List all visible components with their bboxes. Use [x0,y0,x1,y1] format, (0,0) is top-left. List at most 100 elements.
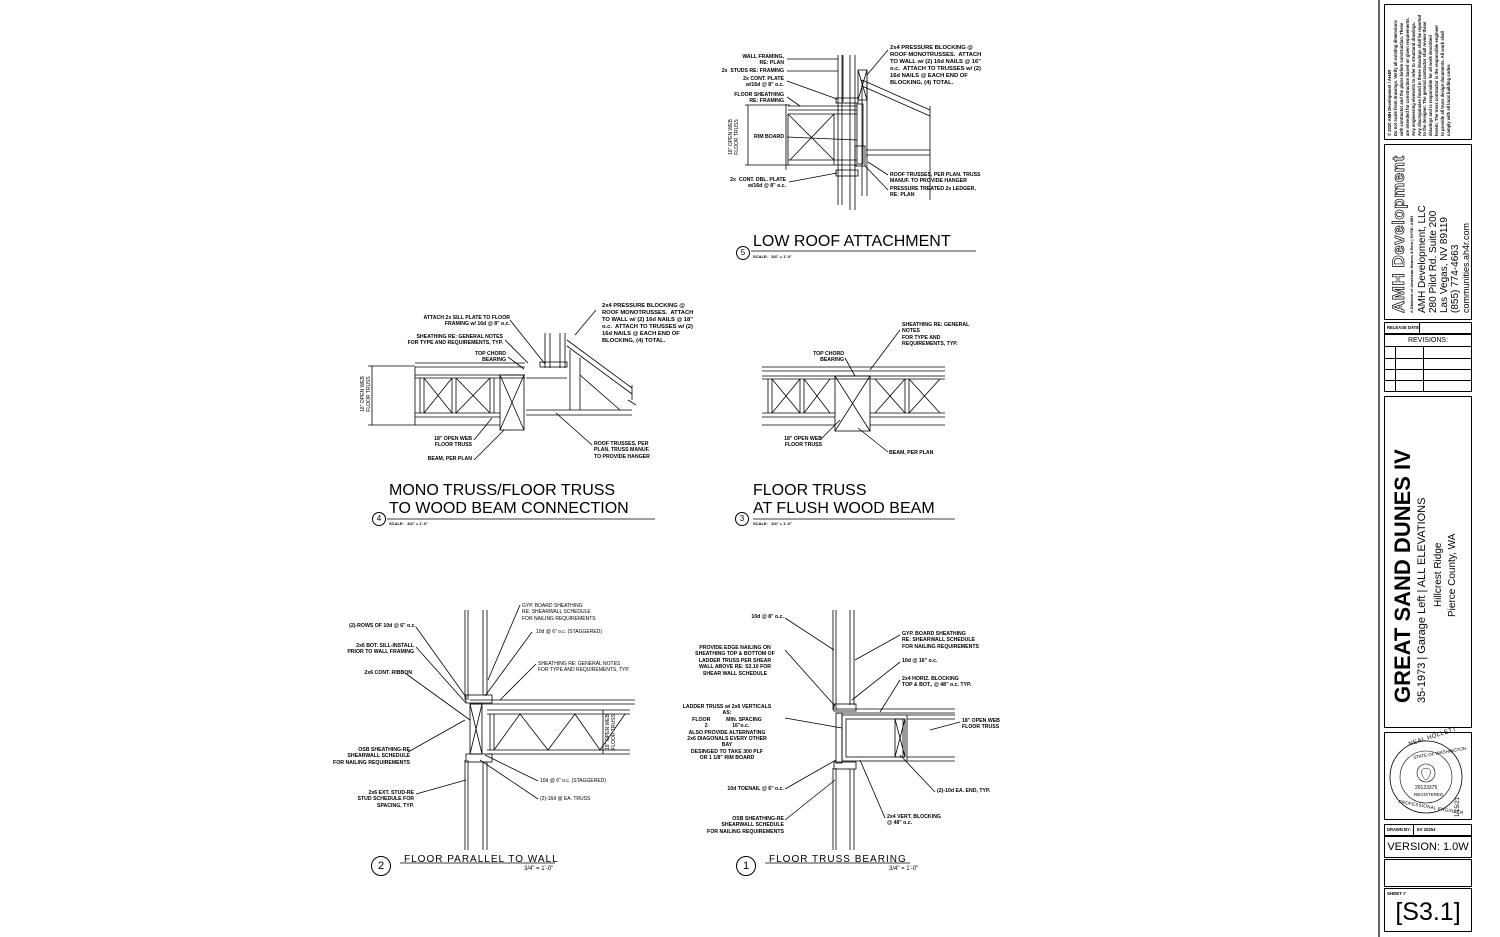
drawn-by-label: DRAWN BY: [1387,827,1411,832]
d4-label-roof-trusses: ROOF TRUSSES, PER PLAN. TRUSS MANUF. TO … [594,441,650,460]
version-box: VERSION: 1.0W [1384,836,1472,858]
d1-label-tend16: 10d @ 16" o.c. [902,658,938,664]
seal-date: 1/15/21 [1455,796,1461,817]
d1-label-gyp: GYP. BOARD SHEATHING RE: SHEARWALL SCHED… [902,631,979,650]
d4-label-sheathing: SHEATHING RE: GENERAL NOTES FOR TYPE AND… [407,334,503,347]
company-address2: Las Vegas, NV 89119 [1439,217,1450,313]
d2-label-tend-top: 10d @ 6" o.c. (STAGGERED) [536,629,602,635]
company-name: AMH Development, LLC [1417,205,1428,313]
d2-scale: 3/4" = 1'-0" [524,866,554,872]
d1-label-osb: OSB SHEATHING-RE SHEARWALL SCHEDULE FOR … [707,816,784,835]
d1-label-edge: PROVIDE EDGE NAILING ON SHEATHING TOP & … [695,645,775,677]
revisions-box: REVISIONS: [1384,334,1472,392]
d2-title: FLOOR PARALLEL TO WALL [404,854,559,865]
version-label: VERSION: 1.0W [1387,841,1469,853]
d2-label-osb: OSB SHEATHING-RE SHEARWALL SCHEDULE FOR … [333,747,410,766]
seal-registered: REGISTERED [1414,792,1444,797]
d3-label-open-web: 18" OPEN WEB FLOOR TRUSS [784,436,822,449]
release-date-box: RELEASE DATE: [1384,322,1472,334]
d2-label-ribbon: 2x6 CONT. RIBBON [364,670,412,676]
d4-label-top-chord: TOP CHORD BEARING [475,351,506,364]
d5-label-dbl-plate: 2x CONT. DBL. PLATE w/16d @ 8" o.c. [730,177,786,190]
release-date-divider [1419,323,1420,333]
d2-label-ext-stud: 2x6 EXT. STUD-RE STUD SCHEDULE FOR SPACI… [357,790,415,809]
d3-label-top-chord: TOP CHORD BEARING [813,351,844,364]
d3-label-beam: BEAM, PER PLAN [889,450,934,456]
d5-number: 5 [736,246,750,260]
drawn-by-divider [1413,825,1414,835]
d3-title: FLOOR TRUSS AT FLUSH WOOD BEAM [753,482,935,517]
d1-title: FLOOR TRUSS BEARING [769,854,907,865]
d5-title: LOW ROOF ATTACHMENT [753,233,951,250]
d5-label-cont-plate: 2x CONT. PLATE w/16d @ 8" o.c. [743,76,784,89]
revisions-grid [1385,346,1471,391]
d1-number: 1 [736,856,756,876]
d1-label-ea-end: (2)-10d EA. END, TYP. [937,788,991,794]
drawn-by-box: DRAWN BY: EV 20254 [1384,824,1472,836]
d2-label-rows: (2)-ROWS OF 10d @ 6" o.c. [349,623,416,629]
detail-5-drawing [745,49,976,252]
company-tagline: A Division of American Homes 4 Rent | NY… [1409,216,1414,313]
project-name: GREAT SAND DUNES IV [1390,449,1415,703]
d5-label-blocking: 2x4 PRESSURE BLOCKING @ ROOF MONOTRUSSES… [890,45,982,86]
blank-box [1384,859,1472,887]
d2-label-sixteen: (2)-16d @ EA. TRUSS [540,796,591,802]
revisions-label: REVISIONS: [1407,337,1449,344]
d2-number: 2 [371,856,391,876]
d2-label-gyp: GYP. BOARD SHEATHING RE: SHEARWALL SCHED… [522,603,596,622]
seal-number: 20123375 [1415,785,1438,791]
d4-title: MONO TRUSS/FLOOR TRUSS TO WOOD BEAM CONN… [389,482,629,517]
sheet-number-box: SHEET # [S3.1] [1384,888,1472,932]
drawn-by-value: EV 20254 [1417,827,1436,832]
d5-label-floor-sheathing: FLOOR SHEATHING RE: FRAMING [734,92,784,105]
seal-box: NEAL HOLLETT STATE OF WASHINGTON 2012337… [1384,727,1472,820]
notes-box: © 2020 AMH Development / AH4R Do not sca… [1384,4,1472,140]
d1-label-horiz: 2x4 HORIZ. BLOCKING TOP & BOT., @ 48" o.… [902,676,972,689]
d4-label-blocking: 2x4 PRESSURE BLOCKING @ ROOF MONOTRUSSES… [602,303,694,344]
detail-2-drawing [400,604,635,864]
detail-4-drawing [368,309,655,520]
d5-label-ledger: PRESSURE TREATED 2x LEDGER, RE: PLAN [890,186,976,199]
d2-label-open-web-v: 18" OPEN WEB FLOOR TRUSS [605,714,618,750]
company-logo: AMH Development [1389,155,1409,313]
d1-label-vert-block: 2x4 VERT. BLOCKING @ 48" o.c. [887,814,941,827]
plan-line: 35-1973 | Garage Left | ALL ELEVATIONS [1416,497,1428,703]
d4-number: 4 [372,512,386,526]
detail-1-drawing [765,610,961,864]
d5-scale: SCALE: 3/4" = 1'-0" [753,254,792,259]
d3-number: 3 [735,512,749,526]
title-block: © 2020 AMH Development / AH4R Do not sca… [1379,0,1500,937]
d4-label-open-web-v: 18" OPEN WEB FLOOR TRUSS [360,376,373,412]
d2-label-tend-bot: 10d @ 6" o.c. (STAGGERED) [540,778,606,784]
d2-label-sheathing: SHEATHING RE: GENERAL NOTES FOR TYPE AND… [538,661,630,674]
d1-label-open-web: 18" OPEN WEB FLOOR TRUSS [962,718,1000,731]
d1-label-tend: 10d @ 8" o.c. [751,614,784,620]
d4-label-open-web: 18" OPEN WEB FLOOR TRUSS [434,436,472,449]
sheet-number: [S3.1] [1395,898,1461,926]
d4-label-sill: ATTACH 2x SILL PLATE TO FLOOR FRAMING w/… [423,315,510,328]
d2-label-bot-sill: 2x6 BOT. SILL-INSTALL PRIOR TO WALL FRAM… [347,643,414,656]
d3-scale: SCALE: 3/4" = 1'-0" [753,521,792,526]
company-phone: (855) 774-4663 [1450,244,1461,313]
d5-label-wall-framing: WALL FRAMING, RE: PLAN [742,54,784,67]
d4-scale: SCALE: 3/4" = 1'-0" [389,521,428,526]
engineer-seal-icon [1389,740,1463,814]
d5-label-roof-trusses: ROOF TRUSSES, PER PLAN. TRUSS MANUF. TO … [890,172,981,185]
copyright-notes: © 2020 AMH Development / AH4R Do not sca… [1387,14,1452,136]
d4-label-beam: BEAM, PER PLAN [427,456,472,462]
release-date-label: RELEASE DATE: [1387,325,1421,330]
d1-scale: 3/4" = 1'-0" [889,866,919,872]
company-address1: 280 Pilot Rd. Suite 200 [1428,210,1439,313]
d5-label-rim-board: RIM BOARD [754,134,784,140]
project-box: GREAT SAND DUNES IV 35-1973 | Garage Lef… [1384,396,1472,728]
d3-label-sheathing: SHEATHING RE: GENERAL NOTES FOR TYPE AND… [902,322,970,348]
d1-label-ladder: LADDER TRUSS w/ 2x6 VERTICALS AS: FLOOR … [682,704,772,762]
detail-3-drawing [753,329,955,520]
d5-label-open-web: 18" OPEN WEB FLOOR TRUSS [728,119,741,155]
d1-label-toenail: 10d TOENAIL @ 6" o.c. [727,786,784,792]
company-box: AMH Development A Division of American H… [1384,144,1472,320]
d5-label-studs: 2x STUDS RE: FRAMING [721,68,784,74]
community-name: Hillcrest Ridge [1433,542,1444,607]
